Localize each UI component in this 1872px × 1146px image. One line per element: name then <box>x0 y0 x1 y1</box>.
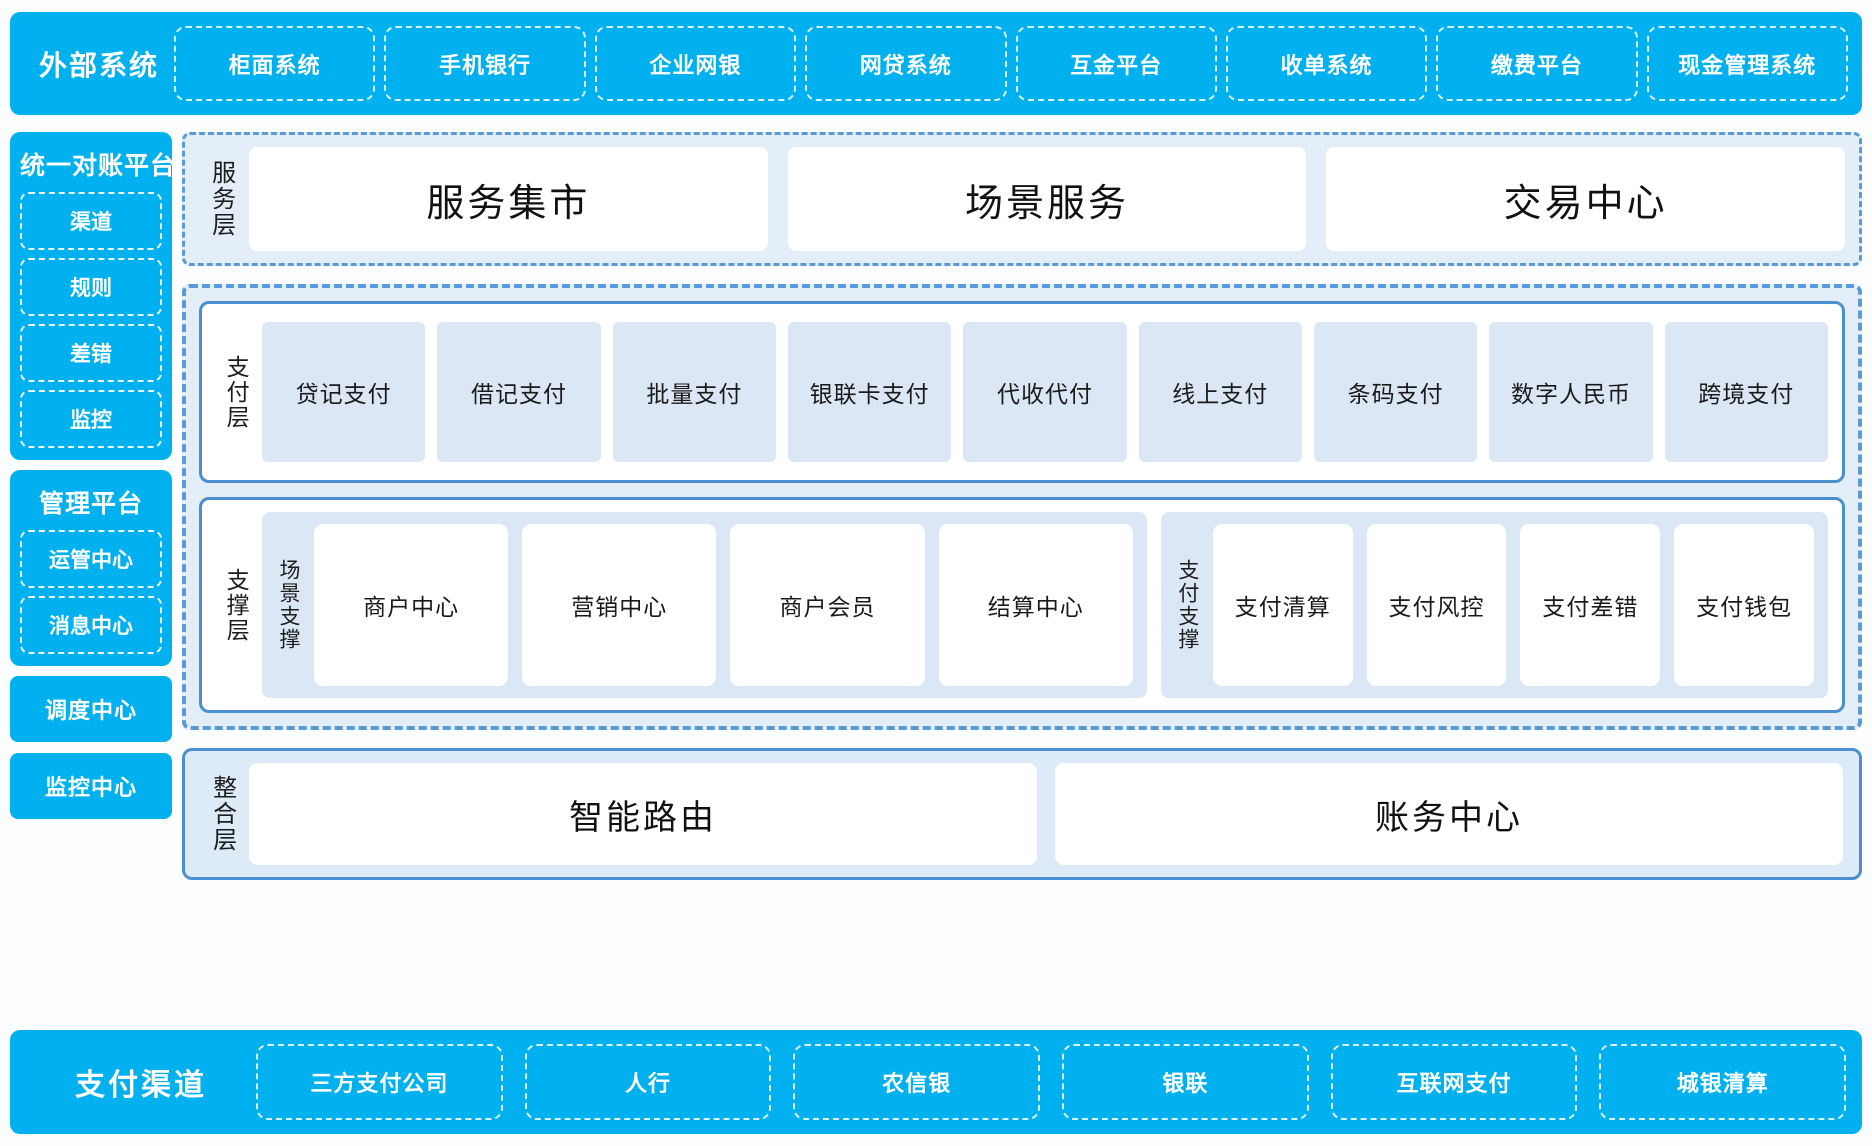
sidebar-item-rule[interactable]: 规则 <box>20 258 162 316</box>
integration-layer-label: 整合层 <box>208 775 236 853</box>
support-item-marketing-center[interactable]: 营销中心 <box>522 524 717 686</box>
support-group-scenario: 场景支撑 商户中心 营销中心 商户会员 结算中心 <box>262 512 1147 698</box>
support-item-payment-error[interactable]: 支付差错 <box>1520 524 1661 686</box>
support-layer: 支撑层 场景支撑 商户中心 营销中心 商户会员 结算中心 支付支撑 <box>199 497 1845 713</box>
sidebar-panel-management: 管理平台 运管中心 消息中心 <box>10 470 172 666</box>
integration-card-smart-routing[interactable]: 智能路由 <box>249 763 1037 865</box>
sidebar-item-message-center[interactable]: 消息中心 <box>20 596 162 654</box>
payment-tile-batch[interactable]: 批量支付 <box>612 322 776 462</box>
sidebar-item-scheduling-center[interactable]: 调度中心 <box>10 676 172 742</box>
support-group-payment: 支付支撑 支付清算 支付风控 支付差错 支付钱包 <box>1160 512 1828 698</box>
support-group-payment-label: 支付支撑 <box>1175 559 1199 651</box>
payment-channels-title: 支付渠道 <box>75 1069 207 1102</box>
payment-tile-online[interactable]: 线上支付 <box>1138 322 1302 462</box>
payment-layer: 支付层 贷记支付 借记支付 批量支付 银联卡支付 代收代付 线上支付 条码支付 … <box>199 301 1845 483</box>
support-item-payment-clearing[interactable]: 支付清算 <box>1212 524 1353 686</box>
payment-tile-barcode[interactable]: 条码支付 <box>1313 322 1478 462</box>
payment-tile-digital-rmb[interactable]: 数字人民币 <box>1489 322 1653 462</box>
sidebar-item-error[interactable]: 差错 <box>20 324 162 382</box>
payment-channel-chip[interactable]: 农信银 <box>793 1044 1041 1120</box>
payment-channel-chip[interactable]: 互联网支付 <box>1330 1044 1578 1120</box>
external-system-chip[interactable]: 柜面系统 <box>174 26 376 101</box>
sidebar-panel-reconciliation: 统一对账平台 渠道 规则 差错 监控 <box>10 132 177 460</box>
service-card-transaction-center[interactable]: 交易中心 <box>1326 147 1846 251</box>
external-systems-bar: 外部系统 柜面系统 手机银行 企业网银 网贷系统 互金平台 收单系统 缴费平台 … <box>10 12 1862 115</box>
payment-channel-chip[interactable]: 人行 <box>524 1044 772 1120</box>
support-group-scenario-items: 商户中心 营销中心 商户会员 结算中心 <box>314 524 1133 686</box>
payment-tile-collection-payment[interactable]: 代收代付 <box>963 322 1127 462</box>
sidebar-item-monitor[interactable]: 监控 <box>20 390 162 448</box>
support-item-settlement-center[interactable]: 结算中心 <box>938 524 1133 686</box>
sidebar: 统一对账平台 渠道 规则 差错 监控 管理平台 运管中心 消息中心 调度中心 监… <box>10 132 177 830</box>
support-layer-label: 支撑层 <box>223 567 250 643</box>
external-systems-chip-list: 柜面系统 手机银行 企业网银 网贷系统 互金平台 收单系统 缴费平台 现金管理系… <box>174 26 1848 101</box>
sidebar-panel-title: 统一对账平台 <box>20 152 177 180</box>
support-item-merchant-center[interactable]: 商户中心 <box>314 524 509 686</box>
core-platform-wrapper: 支付层 贷记支付 借记支付 批量支付 银联卡支付 代收代付 线上支付 条码支付 … <box>182 284 1862 730</box>
payment-tile-credit[interactable]: 贷记支付 <box>262 322 426 462</box>
external-system-chip[interactable]: 现金管理系统 <box>1646 26 1848 101</box>
payment-tile-cross-border[interactable]: 跨境支付 <box>1664 322 1828 462</box>
support-item-merchant-member[interactable]: 商户会员 <box>730 524 925 686</box>
integration-layer-card-list: 智能路由 账务中心 <box>249 763 1843 865</box>
external-system-chip[interactable]: 收单系统 <box>1225 26 1428 101</box>
service-card-scenario[interactable]: 场景服务 <box>787 147 1307 251</box>
sidebar-panel-title: 管理平台 <box>38 490 143 518</box>
payment-tile-debit[interactable]: 借记支付 <box>437 322 601 462</box>
service-card-marketplace[interactable]: 服务集市 <box>249 147 768 251</box>
payment-layer-label: 支付层 <box>223 354 250 430</box>
external-system-chip[interactable]: 互金平台 <box>1015 26 1217 101</box>
external-system-chip[interactable]: 手机银行 <box>384 26 586 101</box>
service-layer: 服务层 服务集市 场景服务 交易中心 <box>182 132 1862 266</box>
sidebar-item-monitoring-center[interactable]: 监控中心 <box>10 753 172 819</box>
external-systems-title: 外部系统 <box>38 49 159 81</box>
support-group-scenario-label: 场景支撑 <box>277 559 301 651</box>
service-layer-card-list: 服务集市 场景服务 交易中心 <box>249 147 1846 251</box>
payment-channels-chip-list: 三方支付公司 人行 农信银 银联 互联网支付 城银清算 <box>256 1044 1847 1120</box>
sidebar-item-channel[interactable]: 渠道 <box>20 192 162 250</box>
payment-layer-tile-list: 贷记支付 借记支付 批量支付 银联卡支付 代收代付 线上支付 条码支付 数字人民… <box>262 316 1828 468</box>
main-column: 服务层 服务集市 场景服务 交易中心 支付层 贷记支付 借记支付 批量支付 银联… <box>182 132 1862 880</box>
service-layer-label: 服务层 <box>207 160 235 238</box>
support-layer-group-list: 场景支撑 商户中心 营销中心 商户会员 结算中心 支付支撑 支付清算 支付风控 <box>262 512 1828 698</box>
external-system-chip[interactable]: 缴费平台 <box>1436 26 1638 101</box>
payment-channels-bar: 支付渠道 三方支付公司 人行 农信银 银联 互联网支付 城银清算 <box>10 1030 1862 1134</box>
payment-tile-unionpay-card[interactable]: 银联卡支付 <box>787 322 952 462</box>
sidebar-item-operations-center[interactable]: 运管中心 <box>20 530 162 588</box>
integration-card-accounting-center[interactable]: 账务中心 <box>1055 763 1843 865</box>
payment-channel-chip[interactable]: 城银清算 <box>1599 1044 1847 1120</box>
payment-channel-chip[interactable]: 银联 <box>1062 1044 1309 1120</box>
support-item-payment-wallet[interactable]: 支付钱包 <box>1674 524 1815 686</box>
external-system-chip[interactable]: 网贷系统 <box>805 26 1007 101</box>
external-system-chip[interactable]: 企业网银 <box>594 26 797 101</box>
support-item-payment-risk[interactable]: 支付风控 <box>1366 524 1507 686</box>
payment-channel-chip[interactable]: 三方支付公司 <box>256 1044 503 1120</box>
support-group-payment-items: 支付清算 支付风控 支付差错 支付钱包 <box>1212 524 1815 686</box>
integration-layer: 整合层 智能路由 账务中心 <box>182 748 1862 880</box>
